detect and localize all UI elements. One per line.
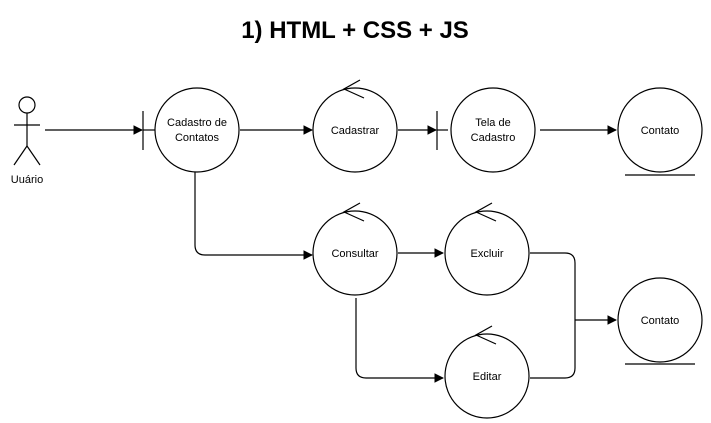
- boundary-cadastro-contatos[interactable]: Cadastro de Contatos: [142, 87, 240, 173]
- control-arrowhead: [342, 202, 365, 222]
- control-consultar[interactable]: Consultar: [312, 202, 398, 296]
- boundary-tela-cadastro[interactable]: Tela de Cadastro: [436, 87, 536, 173]
- edge-consultar-editar: [355, 298, 444, 383]
- control-arrowhead: [474, 202, 497, 222]
- entity-contato-bottom[interactable]: Contato: [617, 277, 703, 365]
- control-excluir[interactable]: Excluir: [444, 202, 530, 296]
- node-label: Excluir: [470, 248, 503, 260]
- node-label: Consultar: [331, 248, 378, 260]
- node-label: Editar: [473, 371, 502, 383]
- edge-excluir-merge: [530, 252, 576, 320]
- node-label: Cadastrar: [331, 125, 380, 137]
- edge-cadastro-contatos-consultar: [194, 172, 313, 260]
- diagram-title: 1) HTML + CSS + JS: [241, 17, 469, 44]
- control-editar[interactable]: Editar: [444, 325, 530, 419]
- node-label: Contato: [641, 315, 680, 327]
- control-cadastrar[interactable]: Cadastrar: [312, 79, 398, 173]
- connectors: [45, 125, 617, 383]
- control-arrowhead: [474, 325, 497, 345]
- actor-label: Uuário: [11, 174, 43, 186]
- control-arrowhead: [342, 79, 365, 99]
- node-label-line1: Cadastro de: [167, 117, 227, 129]
- node-label: Contato: [641, 125, 680, 137]
- node-label-line2: Contatos: [175, 132, 220, 144]
- actor-user[interactable]: Uuário: [11, 96, 43, 186]
- node-label-line1: Tela de: [475, 117, 510, 129]
- node-label-line2: Cadastro: [471, 132, 516, 144]
- edge-editar-merge: [530, 320, 576, 379]
- entity-contato-top[interactable]: Contato: [617, 87, 703, 176]
